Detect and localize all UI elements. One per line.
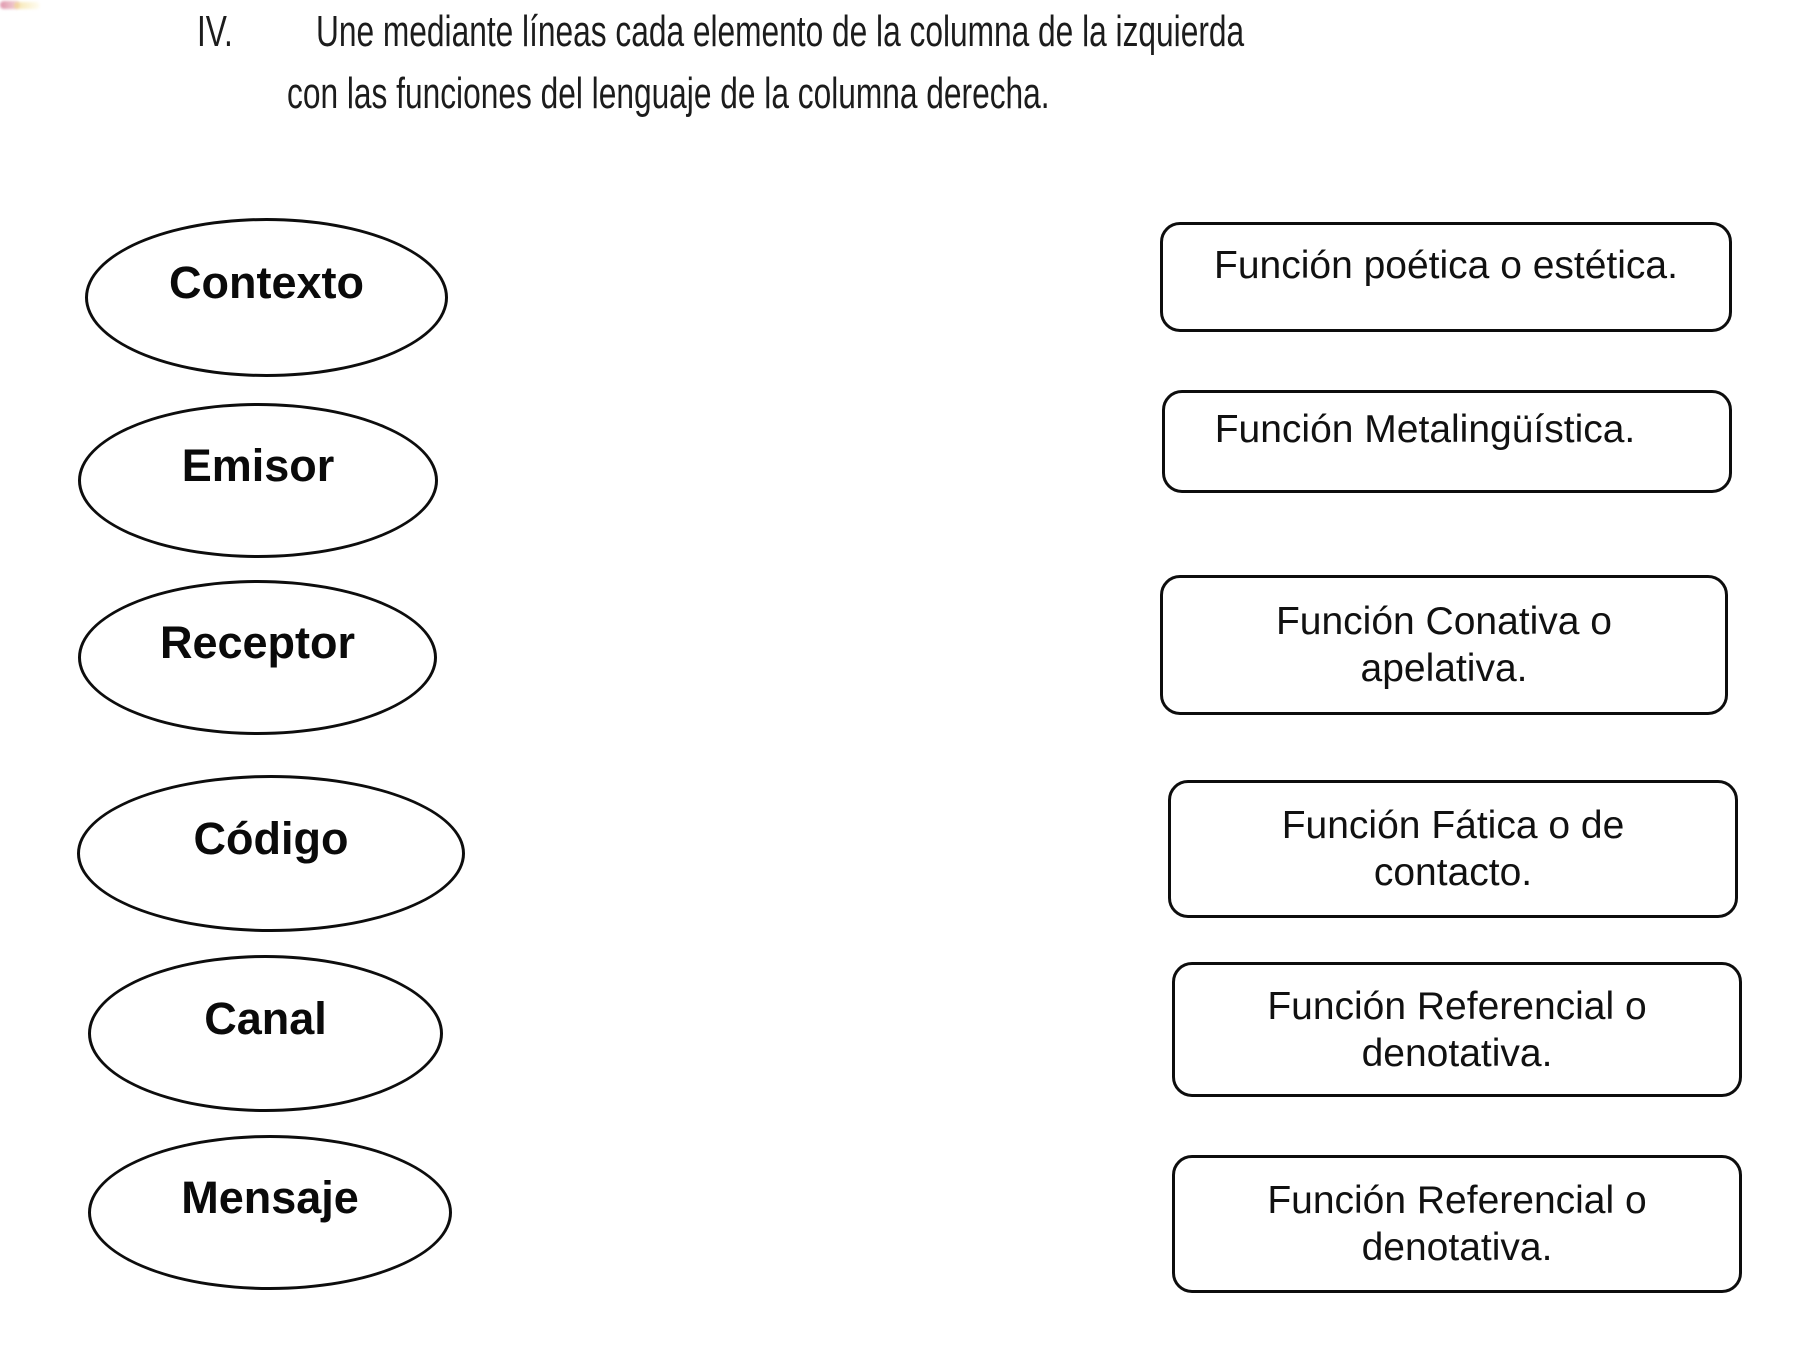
right-box-funcion-fatica[interactable]: Función Fática o de contacto. [1168, 780, 1738, 918]
right-box-label-line-2: denotativa. [1361, 1226, 1553, 1269]
left-item-codigo[interactable]: Código [77, 775, 465, 932]
exercise-numeral: IV. [197, 7, 233, 56]
right-box-funcion-conativa[interactable]: Función Conativa o apelativa. [1160, 575, 1728, 715]
scan-artifact-pink [0, 1, 20, 9]
right-box-label-line-1: Función Referencial o [1267, 984, 1647, 1028]
right-box-label-line-1: Función Conativa o [1275, 600, 1613, 643]
right-box-funcion-poetica[interactable]: Función poética o estética. [1160, 222, 1732, 332]
right-box-label-line-2: denotativa. [1361, 1031, 1553, 1075]
instruction-line-2: con las funciones del lenguaje de la col… [287, 69, 1050, 118]
right-box-label: Función Metalingüística. [1214, 408, 1636, 451]
left-item-label: Mensaje [181, 1172, 359, 1223]
right-box-label-line-2: apelativa. [1360, 647, 1528, 690]
left-item-label: Código [193, 813, 349, 864]
left-item-contexto[interactable]: Contexto [85, 218, 448, 377]
right-box-funcion-referencial-2[interactable]: Función Referencial o denotativa. [1172, 1155, 1742, 1293]
instruction-line-1: Une mediante líneas cada elemento de la … [316, 7, 1245, 56]
left-item-canal[interactable]: Canal [88, 955, 443, 1112]
left-item-receptor[interactable]: Receptor [78, 580, 437, 735]
right-box-label-line-2: contacto. [1373, 851, 1533, 894]
left-item-label: Canal [204, 993, 327, 1044]
left-item-label: Contexto [169, 257, 364, 308]
right-box-label-line-1: Función Fática o de [1281, 804, 1625, 847]
right-box-funcion-metalinguistica[interactable]: Función Metalingüística. [1162, 390, 1732, 493]
left-item-emisor[interactable]: Emisor [78, 403, 438, 558]
left-item-mensaje[interactable]: Mensaje [88, 1135, 452, 1290]
right-box-funcion-referencial-1[interactable]: Función Referencial o denotativa. [1172, 962, 1742, 1097]
scan-artifact-yellow [14, 2, 40, 9]
right-box-label-line-1: Función Referencial o [1267, 1179, 1647, 1222]
left-item-label: Receptor [159, 617, 356, 668]
left-item-label: Emisor [181, 440, 335, 491]
right-box-label: Función poética o estética. [1214, 243, 1678, 287]
